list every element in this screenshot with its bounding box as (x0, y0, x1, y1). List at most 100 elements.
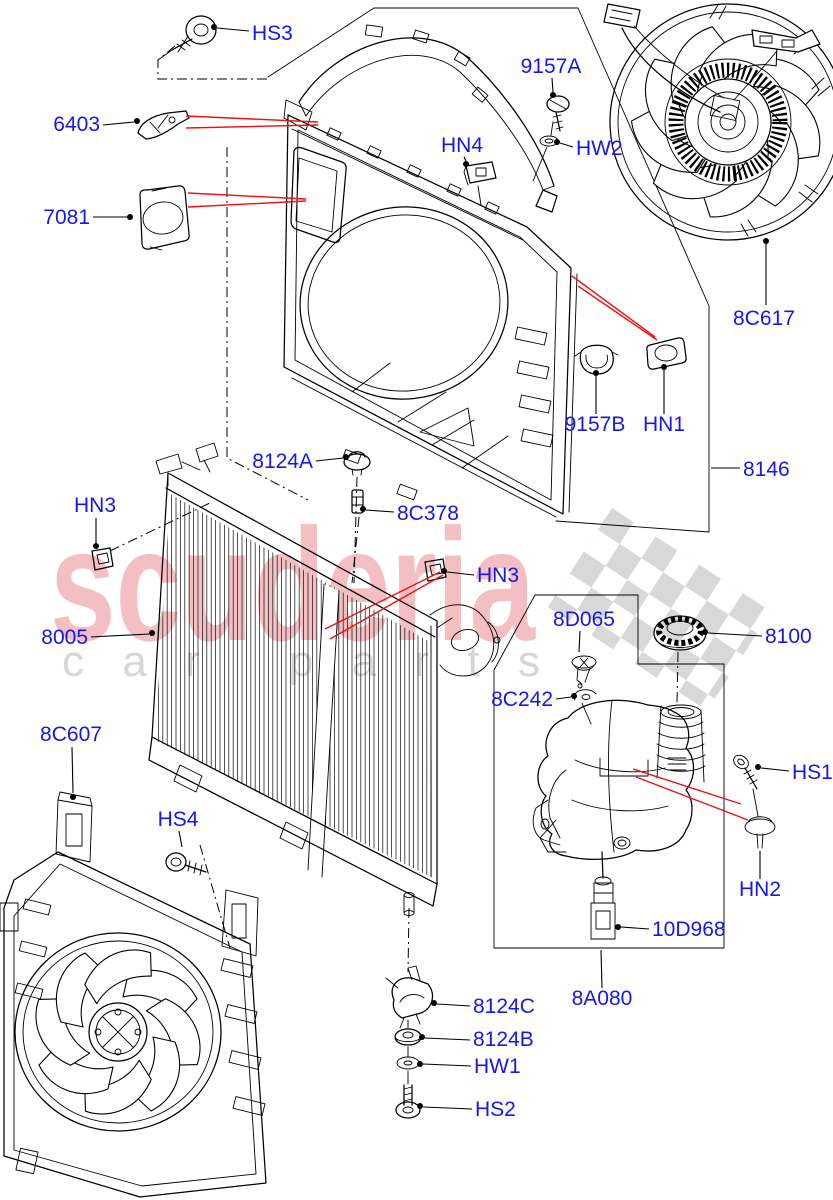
leader-dot-8124b (419, 1034, 425, 1040)
part-label-8c378[interactable]: 8C378 (397, 502, 459, 525)
hardware-icons (91, 15, 687, 1119)
leader-line-hw2 (559, 142, 574, 148)
coolant-level-sensor (590, 851, 616, 940)
part-label-hn3[interactable]: HN3 (477, 564, 519, 587)
leader-line-hn3 (446, 571, 475, 576)
radiator-core-split (308, 584, 339, 877)
leader-line-hn4 (463, 156, 467, 162)
alignment-dash-line (157, 45, 268, 80)
red-pointer-line (187, 200, 307, 208)
part-label-hn1[interactable]: HN1 (643, 413, 685, 436)
shroud-side-vents (514, 326, 554, 448)
red-pointer-line (577, 285, 658, 341)
grommet-8124a-icon (343, 451, 371, 476)
leader-line-10d968 (620, 926, 650, 930)
part-label-hs1[interactable]: HS1 (792, 761, 833, 784)
leader-line-6403 (102, 121, 135, 126)
leader-line-8005 (90, 633, 150, 638)
leader-dot-10d968 (615, 924, 621, 930)
part-labels-layer: HS3 6403 7081 9157A HN4 HW2 8C617 9157B HN1 8146 8… (40, 22, 833, 1121)
alignment-dash-line (407, 907, 410, 973)
part-label-hw1[interactable]: HW1 (474, 1055, 521, 1078)
part-label-hs4[interactable]: HS4 (158, 808, 199, 831)
pin-8c378-icon (351, 489, 364, 514)
leader-dot-hn1 (661, 364, 667, 370)
screw-hs4-icon (165, 852, 207, 876)
part-label-8d065[interactable]: 8D065 (553, 608, 615, 631)
leader-dot-hn3 (93, 543, 99, 549)
leader-dot-8c378 (360, 506, 366, 512)
watermark-word: scuderia (50, 495, 536, 674)
red-pointer-lines (185, 115, 749, 821)
leader-dot-8c242 (571, 693, 577, 699)
red-pointer-line (185, 115, 319, 123)
screw-hs3-icon (157, 15, 217, 61)
part-label-hn4[interactable]: HN4 (441, 134, 483, 157)
part-label-8100[interactable]: 8100 (765, 625, 812, 648)
part-label-9157b[interactable]: 9157B (565, 413, 626, 436)
part-label-8c607[interactable]: 8C607 (40, 723, 102, 746)
hn2-nut-icon (744, 816, 776, 849)
red-pointer-line (329, 574, 444, 640)
red-pointer-line (324, 571, 441, 630)
alignment-dash-line (226, 147, 309, 501)
connector-lines (407, 121, 554, 1085)
leader-line-hs1 (760, 767, 790, 772)
alignment-dash-line (109, 501, 213, 552)
part-label-8a080[interactable]: 8A080 (572, 987, 633, 1010)
part-label-hn3[interactable]: HN3 (74, 494, 116, 517)
part-label-hw2[interactable]: HW2 (576, 137, 623, 160)
leader-dot-hs1 (755, 764, 761, 770)
leader-line-8a080 (600, 949, 603, 989)
checkered-flag-watermark (547, 508, 772, 711)
gasket-8c242-icon (573, 689, 597, 725)
leader-line-hs3 (216, 27, 250, 32)
leader-line-8124c (436, 1003, 471, 1007)
leader-dot-hn4 (463, 161, 469, 167)
part-label-10d968[interactable]: 10D968 (652, 918, 726, 941)
radiator-outlet (429, 604, 501, 677)
part-label-hs3[interactable]: HS3 (252, 22, 293, 45)
red-pointer-line (187, 192, 307, 200)
leader-line-hw1 (422, 1063, 472, 1067)
part-label-8124c[interactable]: 8124C (473, 995, 535, 1018)
part-label-8124b[interactable]: 8124B (473, 1028, 534, 1051)
part-label-8c242[interactable]: 8C242 (491, 688, 553, 711)
part-label-hs2[interactable]: HS2 (475, 1098, 516, 1121)
leader-line-9157a (551, 77, 554, 93)
part-label-7081[interactable]: 7081 (43, 206, 90, 229)
red-pointer-line (571, 275, 656, 338)
washer-hw1-icon (396, 1056, 420, 1070)
screw-hs2-icon (395, 1084, 421, 1119)
part-label-8c617[interactable]: 8C617 (733, 307, 795, 330)
leader-dot-hw1 (417, 1061, 423, 1067)
part-label-8124a[interactable]: 8124A (252, 450, 313, 473)
expansion-tank-drawing (532, 615, 776, 940)
leader-line-hs4 (178, 830, 183, 848)
part-label-9157a[interactable]: 9157A (521, 55, 582, 78)
leader-line-8124b (424, 1037, 471, 1041)
leader-dot-hs3 (211, 24, 217, 30)
part-label-hn2[interactable]: HN2 (739, 878, 781, 901)
fan-shroud-drawing (283, 24, 578, 518)
part-label-8005[interactable]: 8005 (41, 626, 88, 649)
leader-line-8d065 (578, 630, 581, 653)
alignment-dash-line (351, 516, 360, 584)
part-label-6403[interactable]: 6403 (53, 113, 100, 136)
leader-dot-8124c (431, 1000, 437, 1006)
lower-shroud-bracket-left (55, 791, 93, 863)
nut-hn4-icon (463, 161, 497, 186)
watermark-layer: scuderia car parts (50, 495, 772, 711)
leader-line-hs2 (422, 1106, 473, 1110)
leader-dot-hn3 (441, 568, 447, 574)
washer-8124b-icon (394, 1028, 422, 1046)
tank-body-details (571, 699, 687, 853)
red-pointer-line (185, 124, 319, 129)
leader-dot-9157b (593, 370, 599, 376)
leader-line-8124a (315, 457, 344, 462)
leader-line-8c378 (365, 509, 395, 513)
part-label-8146[interactable]: 8146 (743, 458, 790, 481)
nut-hn3-icon-a (91, 547, 114, 571)
